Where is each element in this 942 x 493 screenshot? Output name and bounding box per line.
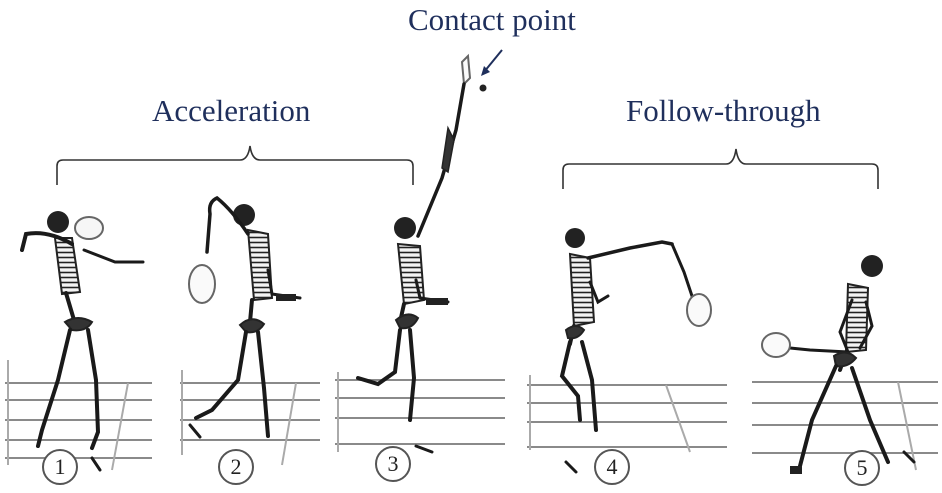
follow-through-label: Follow-through	[626, 93, 821, 128]
skeleton-figure-2	[188, 195, 302, 439]
court-lines-panel-5	[752, 381, 938, 471]
phase-number-2: 2	[218, 449, 254, 485]
contact-point-label: Contact point	[408, 2, 576, 37]
follow-through-brace	[562, 148, 879, 189]
court-lines-panel-1	[5, 360, 152, 471]
acceleration-brace	[56, 145, 414, 185]
contact-point-arrow	[483, 49, 503, 73]
court-lines-panel-4	[527, 375, 727, 453]
acceleration-label: Acceleration	[152, 93, 311, 128]
phase-number-1: 1	[42, 449, 78, 485]
skeleton-figure-3	[356, 53, 472, 454]
phase-number-5: 5	[844, 450, 880, 486]
skeleton-figure-4	[559, 228, 712, 474]
phase-number-3: 3	[375, 446, 411, 482]
skeleton-figure-5	[761, 255, 916, 474]
arrow-head	[481, 66, 490, 76]
court-lines-panel-3	[335, 372, 505, 452]
court-lines-panel-2	[180, 370, 320, 466]
shuttlecock-dot	[479, 84, 487, 92]
phase-number-4: 4	[594, 449, 630, 485]
skeleton-figure-1	[20, 211, 145, 472]
